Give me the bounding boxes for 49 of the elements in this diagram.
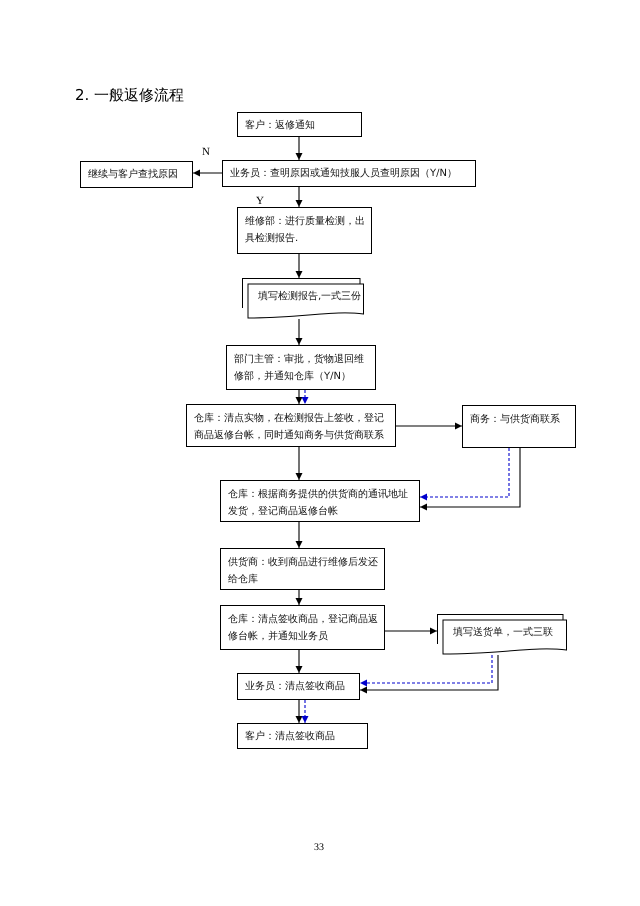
node-text: 仓库：清点签收商品，登记商品返修台帐，并通知业务员 [228,612,379,644]
page-number: 33 [314,842,324,853]
node-text: 商务：与供货商联系 [470,412,561,427]
arrow [296,137,302,160]
arrow [296,590,302,605]
arrow [296,522,302,548]
dashed-arrow [420,448,510,500]
arrow [296,187,302,207]
arrow [360,655,499,694]
process-box [237,112,362,137]
arrow [296,700,302,723]
node-text: 业务员：清点签收商品 [245,680,346,694]
arrow [385,628,437,634]
arrow [296,447,302,480]
process-box [237,207,372,254]
node-text: 仓库：清点实物，在检测报告上签收，登记商品返修台帐，同时通知商务与供货商联系 [194,412,385,443]
process-box [80,161,193,188]
edge-label: Y [255,195,265,207]
node-text: 维修部：进行质量检测，出具检测报告. [245,214,366,246]
node-text: 业务员：查明原因或通知技服人员查明原因（Y/N） [230,166,458,181]
process-box [222,160,476,187]
arrow [296,254,302,278]
arrow [193,170,222,176]
title: 2. 一般返修流程 [75,86,184,105]
node-text: 部门主管：审批，货物退回维修部，并通知仓库（Y/N） [234,352,365,384]
arrow [296,390,302,404]
node-text: 供货商：收到商品进行维修后发还给仓库 [228,556,379,587]
process-box [226,345,376,390]
process-box [186,404,396,447]
process-box [237,723,368,749]
node-text: 填写送货单，一式三联 [453,626,553,640]
node-text: 填写检测报告,一式三份 [258,290,362,304]
arrow [296,319,302,345]
process-box [237,673,360,700]
node-text: 客户：清点签收商品 [245,730,336,744]
arrow [296,650,302,673]
process-box [220,548,385,590]
process-box [462,405,576,448]
node-text: 客户：返修通知 [245,118,316,133]
edge-label: N [201,146,211,158]
node-text: 仓库：根据商务提供的供货商的通讯地址发货，登记商品返修台帐 [228,488,409,519]
arrow [396,422,462,430]
dashed-arrow [360,655,493,686]
process-box [220,480,420,522]
process-box [220,605,385,650]
dashed-arrow [302,700,308,723]
dashed-arrow [302,390,308,404]
node-text: 继续与客户查找原因 [88,168,179,182]
arrow [420,448,521,510]
